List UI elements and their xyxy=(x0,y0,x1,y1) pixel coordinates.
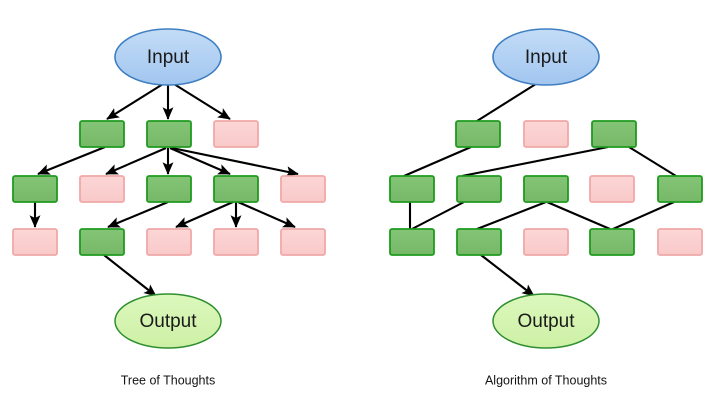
edge-input-to-a-r1-b1 xyxy=(476,81,540,122)
thought-node-t-r3-b2[interactable] xyxy=(79,228,125,256)
edge-t-r1-b2-to-t-r2-b5 xyxy=(171,146,299,177)
input-label: Input xyxy=(147,47,190,68)
edge-input-to-t-r1-b1 xyxy=(106,83,164,120)
thought-box-green xyxy=(456,228,502,256)
edge-a-r3-b2-to-output xyxy=(480,254,535,297)
edge-a-r1-b3-to-a-r2-b5 xyxy=(628,146,677,177)
edge-a-r2-b3-to-a-r3-b2 xyxy=(476,201,547,230)
thought-box-pink xyxy=(12,228,58,256)
edge-t-r1-b2-to-t-r2-b4 xyxy=(169,147,231,175)
thought-box-pink xyxy=(280,175,326,203)
edge-a-r1-b1-to-a-r2-b1 xyxy=(403,146,472,177)
thought-node-a-r1-b2[interactable] xyxy=(523,120,569,148)
thought-node-a-r3-b2[interactable] xyxy=(456,228,502,256)
edge-a-r2-b5-to-a-r3-b4 xyxy=(612,201,675,230)
input-ellipse xyxy=(492,28,600,86)
thought-box-green xyxy=(523,175,569,203)
thought-node-t-r3-b3[interactable] xyxy=(146,228,192,256)
thought-node-a-r3-b1[interactable] xyxy=(389,228,435,256)
thought-box-pink xyxy=(213,228,259,256)
thought-box-green xyxy=(389,228,435,256)
thought-box-green xyxy=(12,175,58,203)
input-node-algorithm-of-thoughts[interactable]: Input xyxy=(492,28,600,86)
thought-node-t-r2-b4[interactable] xyxy=(213,175,259,203)
thought-node-t-r1-b1[interactable] xyxy=(79,120,125,148)
thought-node-t-r3-b5[interactable] xyxy=(280,228,326,256)
panel-caption-algorithm-of-thoughts: Algorithm of Thoughts xyxy=(485,373,607,387)
thought-node-a-r3-b3[interactable] xyxy=(523,228,569,256)
edge-t-r2-b4-to-t-r3-b5 xyxy=(237,201,296,228)
edge-a-r2-b2-to-a-r1-b3 xyxy=(461,145,609,178)
thought-box-green xyxy=(455,120,501,148)
thought-node-t-r3-b4[interactable] xyxy=(213,228,259,256)
thought-box-pink xyxy=(213,120,259,148)
thought-node-a-r2-b4[interactable] xyxy=(589,175,635,203)
thought-box-green xyxy=(79,120,125,148)
thought-box-pink xyxy=(280,228,326,256)
output-ellipse xyxy=(114,293,222,349)
panel-caption-tree-of-thoughts: Tree of Thoughts xyxy=(121,373,216,387)
thought-node-t-r2-b5[interactable] xyxy=(280,175,326,203)
thought-box-green xyxy=(591,120,637,148)
input-node-tree-of-thoughts[interactable]: Input xyxy=(114,28,222,86)
edge-t-r2-b3-to-t-r3-b2 xyxy=(107,201,169,228)
thought-node-a-r1-b1[interactable] xyxy=(455,120,501,148)
thought-node-t-r2-b1[interactable] xyxy=(12,175,58,203)
thought-box-pink xyxy=(146,228,192,256)
thought-box-green xyxy=(146,175,192,203)
edge-a-r2-b2-to-a-r3-b1 xyxy=(411,201,465,230)
thought-node-t-r1-b2[interactable] xyxy=(146,120,192,148)
output-label: Output xyxy=(139,311,197,332)
thought-node-a-r1-b3[interactable] xyxy=(591,120,637,148)
thought-node-t-r2-b2[interactable] xyxy=(79,175,125,203)
edge-t-r2-b4-to-t-r3-b3 xyxy=(175,201,234,228)
output-node-tree-of-thoughts[interactable]: Output xyxy=(114,293,222,349)
thought-box-green xyxy=(79,228,125,256)
edges-layer xyxy=(29,81,677,297)
thought-node-t-r3-b1[interactable] xyxy=(12,228,58,256)
thought-box-green xyxy=(389,175,435,203)
thought-box-pink xyxy=(523,120,569,148)
captions-layer: Tree of Thoughts Algorithm of Thoughts xyxy=(121,373,607,387)
thought-node-a-r3-b4[interactable] xyxy=(589,228,635,256)
thought-node-a-r2-b3[interactable] xyxy=(523,175,569,203)
thought-box-pink xyxy=(523,228,569,256)
edge-t-r3-b2-to-output xyxy=(103,254,157,297)
thought-node-a-r2-b5[interactable] xyxy=(657,175,703,203)
output-node-algorithm-of-thoughts[interactable]: Output xyxy=(492,293,600,349)
thought-box-pink xyxy=(657,228,703,256)
edge-t-r1-b1-to-t-r2-b1 xyxy=(37,146,106,175)
output-ellipse xyxy=(492,293,600,349)
thought-node-t-r1-b3[interactable] xyxy=(213,120,259,148)
edge-input-to-t-r1-b3 xyxy=(173,83,231,120)
thought-node-a-r2-b2[interactable] xyxy=(456,175,502,203)
thought-box-green xyxy=(146,120,192,148)
thought-node-a-r3-b5[interactable] xyxy=(657,228,703,256)
input-ellipse xyxy=(114,28,222,86)
edge-a-r2-b3-to-a-r3-b4 xyxy=(546,201,611,230)
thought-node-a-r2-b1[interactable] xyxy=(389,175,435,203)
thought-node-t-r2-b3[interactable] xyxy=(146,175,192,203)
thought-box-pink xyxy=(79,175,125,203)
thought-box-green xyxy=(213,175,259,203)
thought-box-green xyxy=(657,175,703,203)
thought-box-pink xyxy=(589,175,635,203)
edge-t-r1-b2-to-t-r2-b2 xyxy=(105,147,167,175)
input-label: Input xyxy=(525,47,568,68)
output-label: Output xyxy=(517,311,575,332)
thought-box-green xyxy=(456,175,502,203)
thought-box-green xyxy=(589,228,635,256)
